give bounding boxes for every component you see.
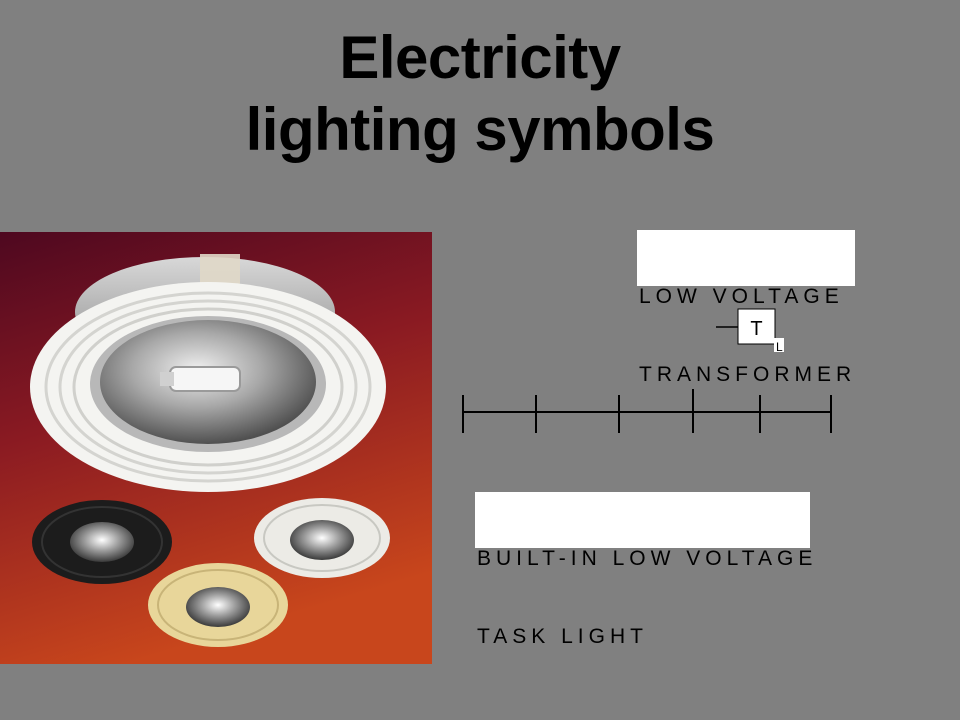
transformer-subscript-box [774, 338, 784, 352]
fixtures-photo [0, 232, 432, 664]
transformer-symbol-box [737, 308, 776, 345]
task-light-label-box: BUILT-IN LOW VOLTAGE TASK LIGHT [475, 492, 812, 648]
transformer-label-box: LOW VOLTAGE TRANSFORMER [637, 230, 855, 386]
task-light-label-line-2: TASK LIGHT [477, 625, 648, 648]
transformer-label-line-2: TRANSFORMER [639, 363, 857, 386]
transformer-label-line-1: LOW VOLTAGE [639, 285, 844, 308]
title-line-2: lighting symbols [245, 96, 715, 163]
slide-title: Electricity lighting symbols [0, 22, 960, 166]
task-light-label-line-1: BUILT-IN LOW VOLTAGE [477, 547, 818, 570]
transformer-symbol-letter: T [750, 318, 762, 340]
title-line-1: Electricity [339, 24, 621, 91]
fixtures-illustration [0, 232, 432, 664]
task-light-track-symbol [462, 389, 832, 433]
transformer-subscript-letter: L [776, 340, 783, 354]
